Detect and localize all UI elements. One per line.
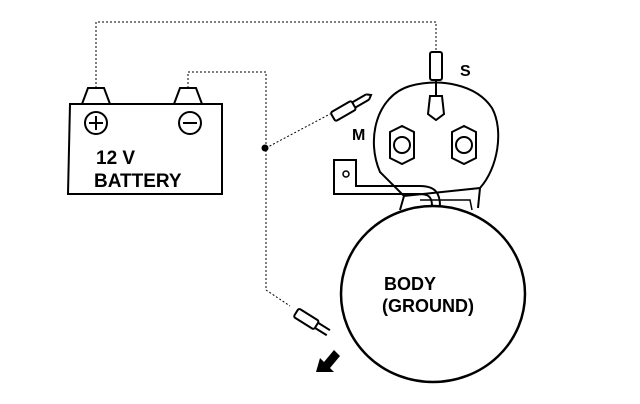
solenoid-cap bbox=[372, 81, 500, 198]
battery: 12 V BATTERY bbox=[66, 87, 223, 195]
battery-negative-icon bbox=[178, 111, 202, 135]
junction-dot bbox=[261, 144, 269, 152]
s-terminal-spade bbox=[426, 95, 446, 122]
terminal-m-label: M bbox=[352, 127, 365, 144]
b-terminal-bolt bbox=[451, 124, 477, 166]
s-terminal-connector bbox=[429, 51, 443, 81]
probe-ground bbox=[293, 308, 331, 337]
battery-positive-icon bbox=[84, 111, 108, 135]
body-label: BODY bbox=[384, 274, 436, 294]
wire-junction-to-m bbox=[265, 113, 331, 149]
starter-solenoid: S M bbox=[333, 51, 500, 211]
probe-m bbox=[330, 93, 373, 122]
starter-body: BODY (GROUND) bbox=[339, 204, 527, 384]
battery-name-label: BATTERY bbox=[94, 171, 182, 192]
wire-negative bbox=[187, 71, 291, 307]
arrow-icon bbox=[316, 350, 340, 372]
battery-negative-post bbox=[173, 87, 203, 105]
body-circle bbox=[339, 204, 527, 384]
m-terminal-bolt bbox=[389, 124, 415, 166]
battery-case bbox=[66, 103, 223, 195]
battery-voltage-label: 12 V bbox=[96, 148, 135, 169]
ground-label: (GROUND) bbox=[382, 296, 474, 316]
wiring bbox=[95, 21, 437, 307]
m-strap bbox=[333, 159, 442, 207]
terminal-s-label: S bbox=[460, 63, 471, 80]
wire-positive-to-s bbox=[95, 21, 437, 88]
battery-positive-post bbox=[81, 87, 111, 105]
